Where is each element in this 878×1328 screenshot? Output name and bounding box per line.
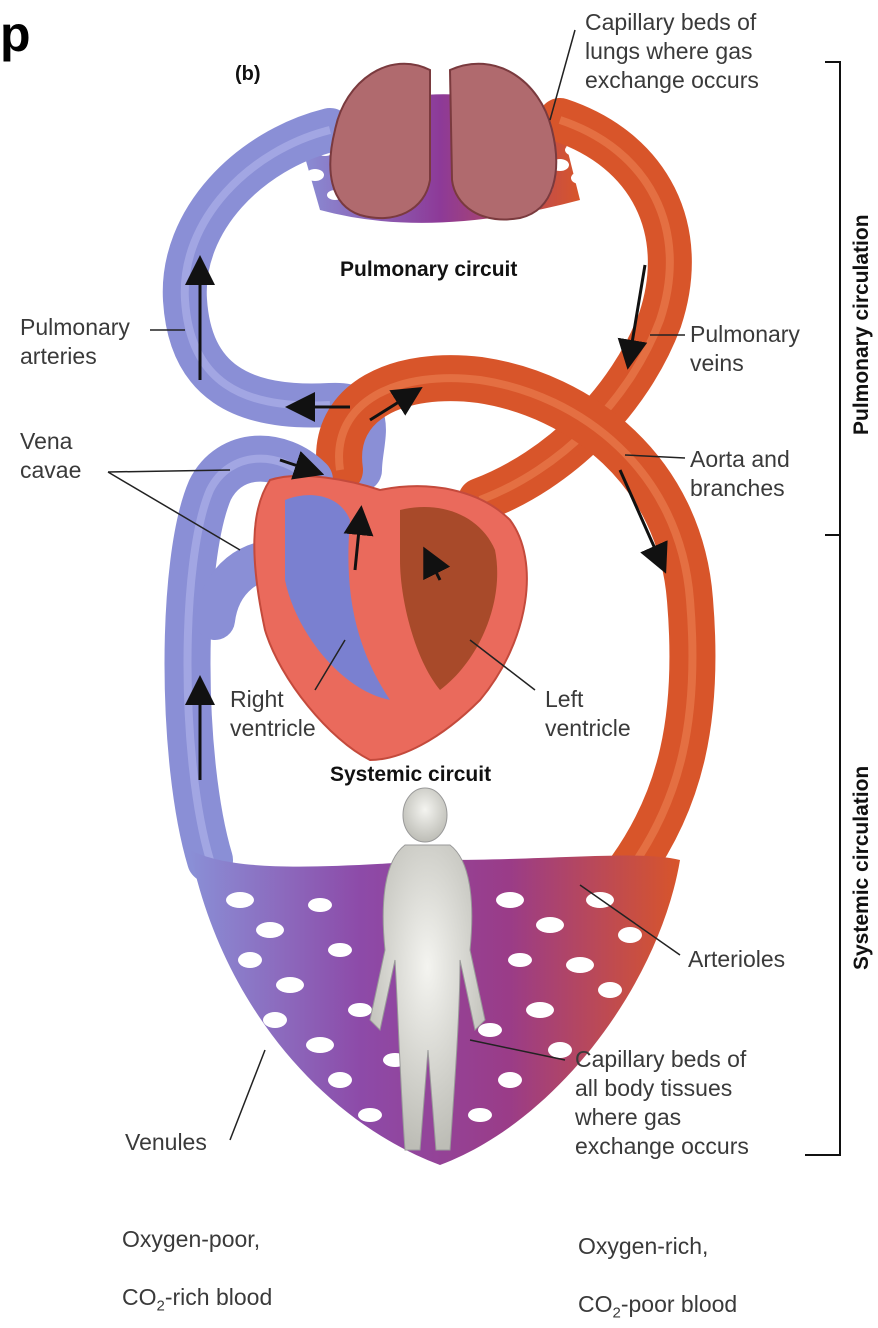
bracket-label-pulmonary: Pulmonary circulation	[850, 214, 874, 435]
label-aorta: Aorta and branches	[690, 445, 790, 503]
label-left-ventricle: Left ventricle	[545, 685, 631, 743]
label-capillary-lungs: Capillary beds of lungs where gas exchan…	[585, 8, 759, 95]
panel-letter: (b)	[235, 60, 261, 89]
oxygen-poor-rest: -rich blood	[165, 1284, 272, 1310]
label-arterioles: Arterioles	[688, 945, 785, 974]
oxygen-poor-co: CO	[122, 1284, 157, 1310]
label-systemic-circuit: Systemic circuit	[330, 760, 491, 789]
bracket-systemic	[805, 535, 840, 1155]
label-right-ventricle: Right ventricle	[230, 685, 316, 743]
label-pulmonary-arteries: Pulmonary arteries	[20, 313, 130, 371]
label-oxygen-rich: Oxygen-rich, CO2-poor blood	[578, 1203, 737, 1328]
label-pulmonary-circuit: Pulmonary circuit	[340, 255, 517, 284]
bracket-label-systemic: Systemic circulation	[850, 766, 874, 970]
corner-letter: p	[0, 6, 31, 62]
bracket-pulmonary	[825, 62, 840, 535]
oxygen-rich-co: CO	[578, 1291, 613, 1317]
label-capillary-body: Capillary beds of all body tissues where…	[575, 1045, 749, 1161]
oxygen-rich-sub: 2	[613, 1305, 621, 1322]
label-venules: Venules	[125, 1128, 207, 1157]
oxygen-rich-line1: Oxygen-rich,	[578, 1233, 708, 1259]
label-pulmonary-veins: Pulmonary veins	[690, 320, 800, 378]
oxygen-poor-sub: 2	[157, 1298, 165, 1315]
label-oxygen-poor: Oxygen-poor, CO2-rich blood	[122, 1196, 272, 1321]
oxygen-rich-rest: -poor blood	[621, 1291, 737, 1317]
oxygen-poor-line1: Oxygen-poor,	[122, 1226, 260, 1252]
label-vena-cavae: Vena cavae	[20, 427, 81, 485]
